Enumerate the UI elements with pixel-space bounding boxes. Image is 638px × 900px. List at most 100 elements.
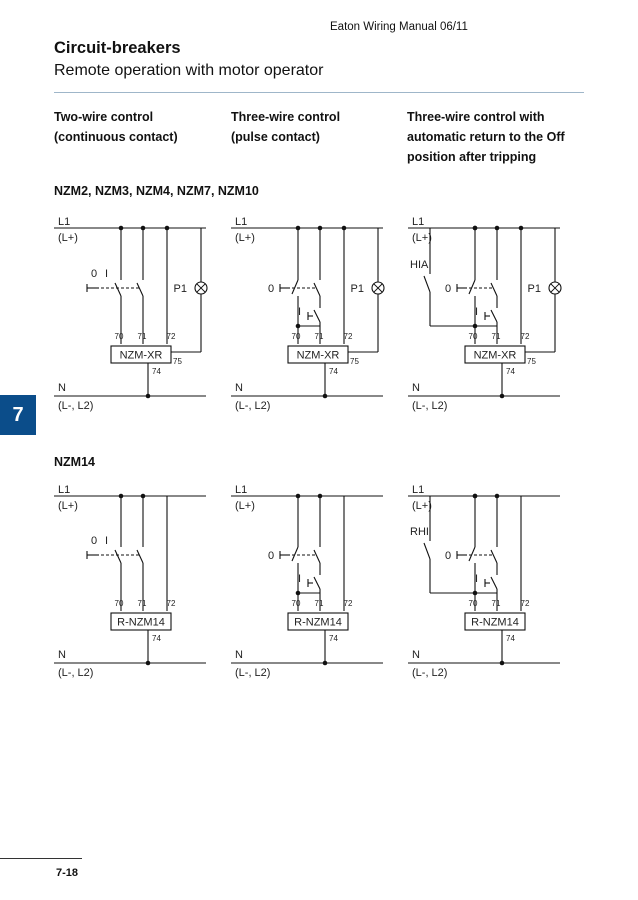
terminal-74: 74 (329, 634, 338, 643)
l1-label: L1 (412, 484, 424, 496)
title-divider (54, 92, 584, 93)
lamp-p1-label: P1 (528, 283, 541, 295)
l1-sub-label: (L+) (412, 232, 432, 244)
terminal-71: 71 (315, 332, 324, 341)
motor-operator-box (110, 345, 172, 364)
l1-label: L1 (235, 484, 247, 496)
no-contact (468, 546, 476, 562)
manual-header: Eaton Wiring Manual 06/11 (330, 21, 468, 33)
motor-operator-box (464, 612, 526, 631)
no-contact (114, 282, 122, 297)
junction-dot (499, 660, 505, 666)
contact-gap (496, 280, 498, 296)
motor-operator-label: R-NZM14 (117, 617, 165, 629)
junction-dot (295, 323, 301, 329)
rhi-label: RHI (410, 526, 429, 538)
lamp-p1-label: P1 (174, 283, 187, 295)
terminal-72: 72 (167, 332, 176, 341)
contact-gap (319, 280, 321, 296)
terminal-70: 70 (292, 332, 301, 341)
motor-operator-label: NZM-XR (120, 350, 163, 362)
contact-gap (496, 575, 498, 589)
junction-dot (140, 225, 146, 231)
junction-dot (341, 225, 347, 231)
l1-sub-label: (L+) (235, 232, 255, 244)
contact-i-label: I (475, 573, 478, 585)
column-header-two-wire: Two-wire control (continuous contact) (54, 107, 178, 147)
l1-sub-label: (L+) (58, 232, 78, 244)
no-contact (423, 542, 431, 560)
terminal-72: 72 (344, 599, 353, 608)
terminal-74: 74 (152, 634, 161, 643)
no-contact (136, 549, 144, 564)
terminal-71: 71 (492, 599, 501, 608)
motor-operator-label: NZM-XR (297, 350, 340, 362)
contact-0-label: 0 (445, 550, 451, 562)
footer-rule (0, 858, 82, 859)
l1-label: L1 (412, 216, 424, 228)
junction-dot (499, 393, 505, 399)
terminal-71: 71 (315, 599, 324, 608)
terminal-72: 72 (521, 332, 530, 341)
l1-label: L1 (235, 216, 247, 228)
junction-dot (295, 590, 301, 596)
page-number: 7-18 (56, 867, 79, 879)
n-label: N (412, 649, 420, 661)
motor-operator-box (287, 345, 349, 364)
contact-gap (142, 547, 144, 563)
terminal-74: 74 (506, 367, 515, 376)
column-header-auto-return: Three-wire control with automatic return… (407, 107, 565, 167)
no-contact (291, 279, 299, 295)
contact-gap (319, 547, 321, 563)
column-header-line: automatic return to the Off (407, 130, 565, 144)
section-title-nzm14: NZM14 (54, 455, 95, 469)
terminal-75: 75 (527, 357, 536, 366)
contact-i-label: I (105, 268, 108, 280)
n-sub-label: (L-, L2) (58, 667, 93, 679)
n-label: N (58, 649, 66, 661)
terminal-74: 74 (329, 367, 338, 376)
l1-sub-label: (L+) (235, 500, 255, 512)
no-contact (313, 549, 321, 564)
junction-dot (494, 493, 500, 499)
terminal-70: 70 (469, 332, 478, 341)
motor-operator-box (110, 612, 172, 631)
n-label: N (235, 382, 243, 394)
junction-dot (472, 493, 478, 499)
contact-0-label: 0 (445, 283, 451, 295)
terminal-71: 71 (138, 332, 147, 341)
column-header-three-wire: Three-wire control (pulse contact) (231, 107, 340, 147)
lamp-p1-label: P1 (351, 283, 364, 295)
contact-i-label: I (475, 306, 478, 318)
no-contact (114, 549, 122, 564)
l1-label: L1 (58, 216, 70, 228)
n-sub-label: (L-, L2) (412, 400, 447, 412)
junction-dot (118, 493, 124, 499)
motor-operator-label: R-NZM14 (294, 617, 342, 629)
contact-gap (496, 547, 498, 563)
column-header-line: Three-wire control (231, 110, 341, 124)
n-label: N (235, 649, 243, 661)
junction-dot (472, 225, 478, 231)
n-sub-label: (L-, L2) (235, 400, 270, 412)
n-sub-label: (L-, L2) (58, 400, 93, 412)
no-contact (490, 576, 498, 590)
contact-0-label: 0 (91, 535, 97, 547)
terminal-70: 70 (115, 599, 124, 608)
junction-dot (164, 225, 170, 231)
page-subtitle: Remote operation with motor operator (54, 62, 324, 79)
junction-dot (317, 225, 323, 231)
lamp-cross (373, 283, 383, 293)
no-contact (313, 576, 321, 590)
terminal-72: 72 (344, 332, 353, 341)
no-contact (490, 282, 498, 297)
contact-0-label: 0 (91, 268, 97, 280)
motor-operator-label: NZM-XR (474, 350, 517, 362)
lamp-cross (196, 283, 206, 293)
column-header-line: Three-wire control with (407, 110, 545, 124)
terminal-70: 70 (292, 599, 301, 608)
no-contact (313, 282, 321, 297)
